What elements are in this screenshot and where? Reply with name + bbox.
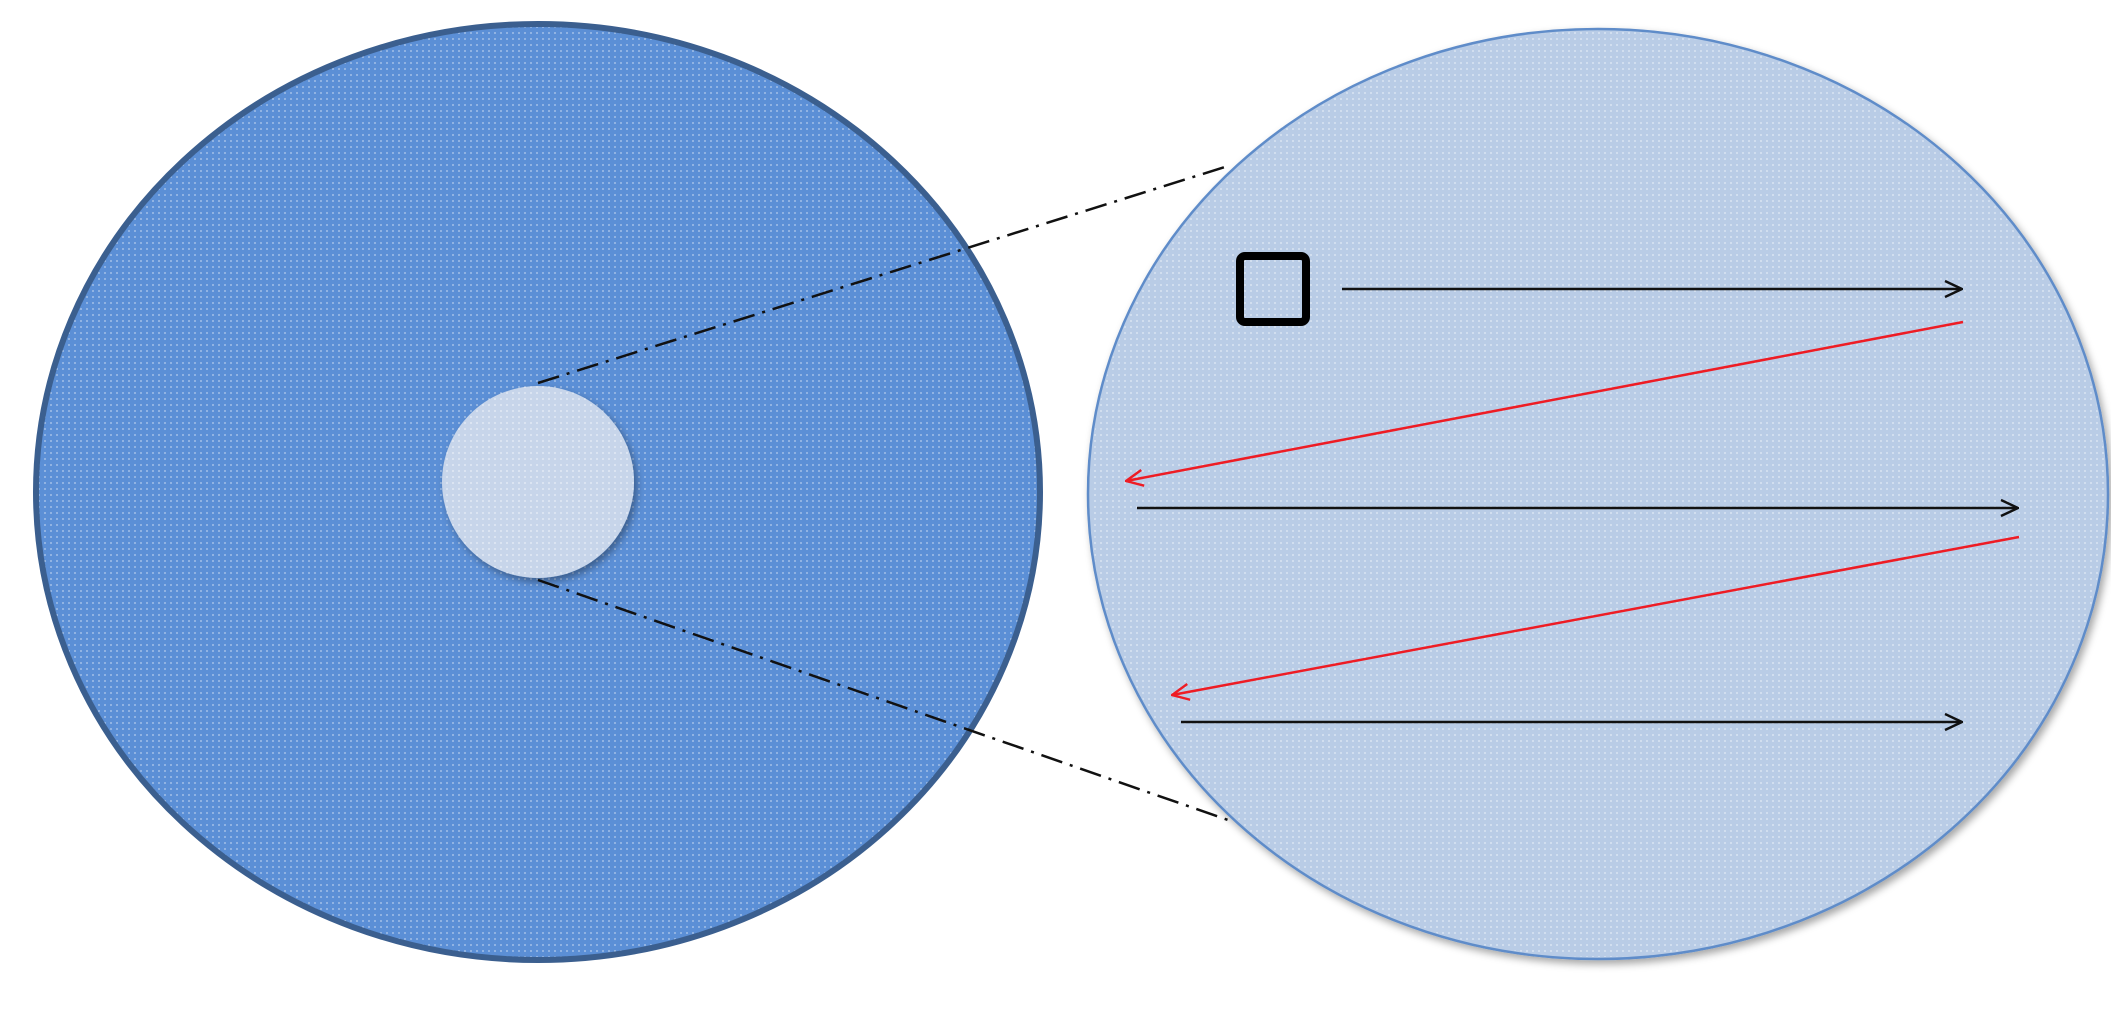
hollow-square-icon xyxy=(1236,252,1310,326)
arrow-left-icon xyxy=(1172,535,2020,695)
arrow-left-icon xyxy=(1126,320,1964,481)
magnified-texture xyxy=(1090,31,2106,957)
zoom-spot xyxy=(442,386,634,578)
magnified-view xyxy=(1086,27,2110,961)
raster-scan-path xyxy=(1126,289,2020,722)
zoom-spot-texture xyxy=(442,386,634,578)
